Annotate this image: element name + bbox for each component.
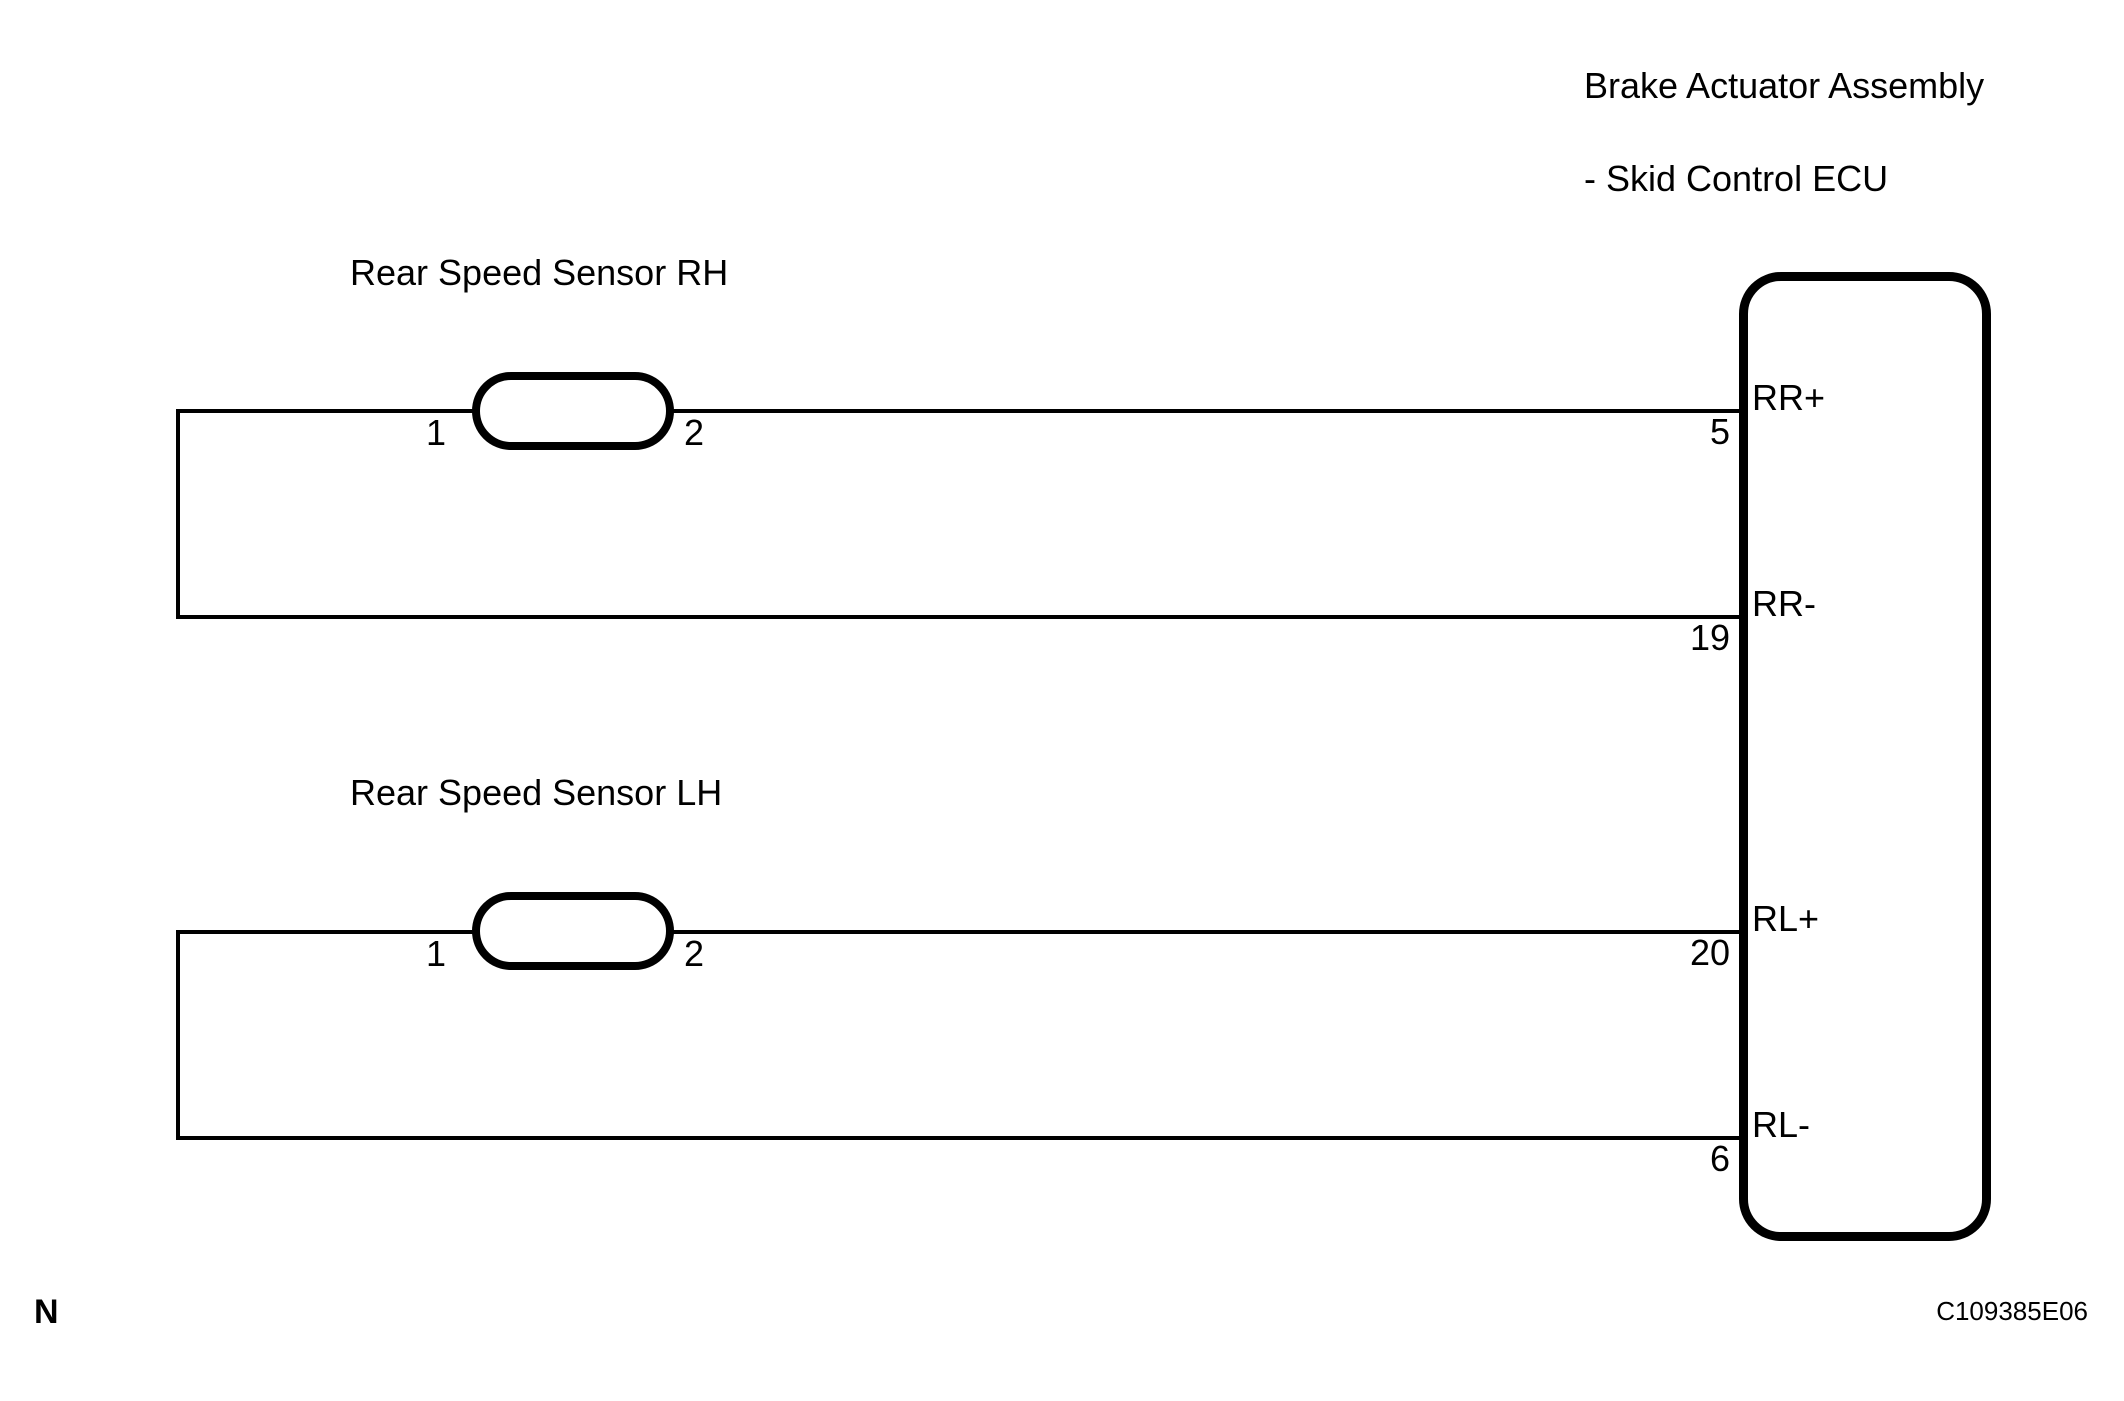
rh-connector-pin-2: 2 [684,412,705,453]
ecu-title-line1: Brake Actuator Assembly [1584,65,1985,106]
figure-code: C109385E06 [1936,1296,2088,1326]
rear-speed-sensor-rh-label: Rear Speed Sensor RH [350,252,729,293]
rear-speed-sensor-lh-label: Rear Speed Sensor LH [350,772,723,813]
lh-connector-pin-2: 2 [684,933,705,974]
wire-rl-minus-horizontal [176,1136,1742,1140]
wire-rl-sensor-loop-vertical [176,930,180,1140]
ecu-pin-number-rl-plus: 20 [1689,932,1730,973]
rear-speed-sensor-rh-connector [472,372,674,450]
ecu-title-line2: - Skid Control ECU [1584,158,1889,199]
wire-rr-plus-horizontal [176,409,1742,413]
ecu-pin-label-rl-minus: RL- [1752,1104,1811,1145]
wire-rr-minus-horizontal [176,615,1742,619]
ecu-pin-label-rr-minus: RR- [1752,583,1816,624]
lh-connector-pin-1: 1 [426,933,447,974]
rear-speed-sensor-lh-connector [472,892,674,970]
page-marker: N [34,1293,59,1331]
rh-connector-pin-1: 1 [426,412,447,453]
ecu-pin-number-rl-minus: 6 [1709,1138,1730,1179]
wire-rr-sensor-loop-vertical [176,409,180,619]
ecu-pin-number-rr-minus: 19 [1689,617,1730,658]
wire-rl-plus-horizontal [176,930,1742,934]
skid-control-ecu-box [1739,272,1991,1241]
ecu-pin-label-rr-plus: RR+ [1752,377,1826,418]
ecu-pin-number-rr-plus: 5 [1709,411,1730,452]
ecu-pin-label-rl-plus: RL+ [1752,898,1820,939]
